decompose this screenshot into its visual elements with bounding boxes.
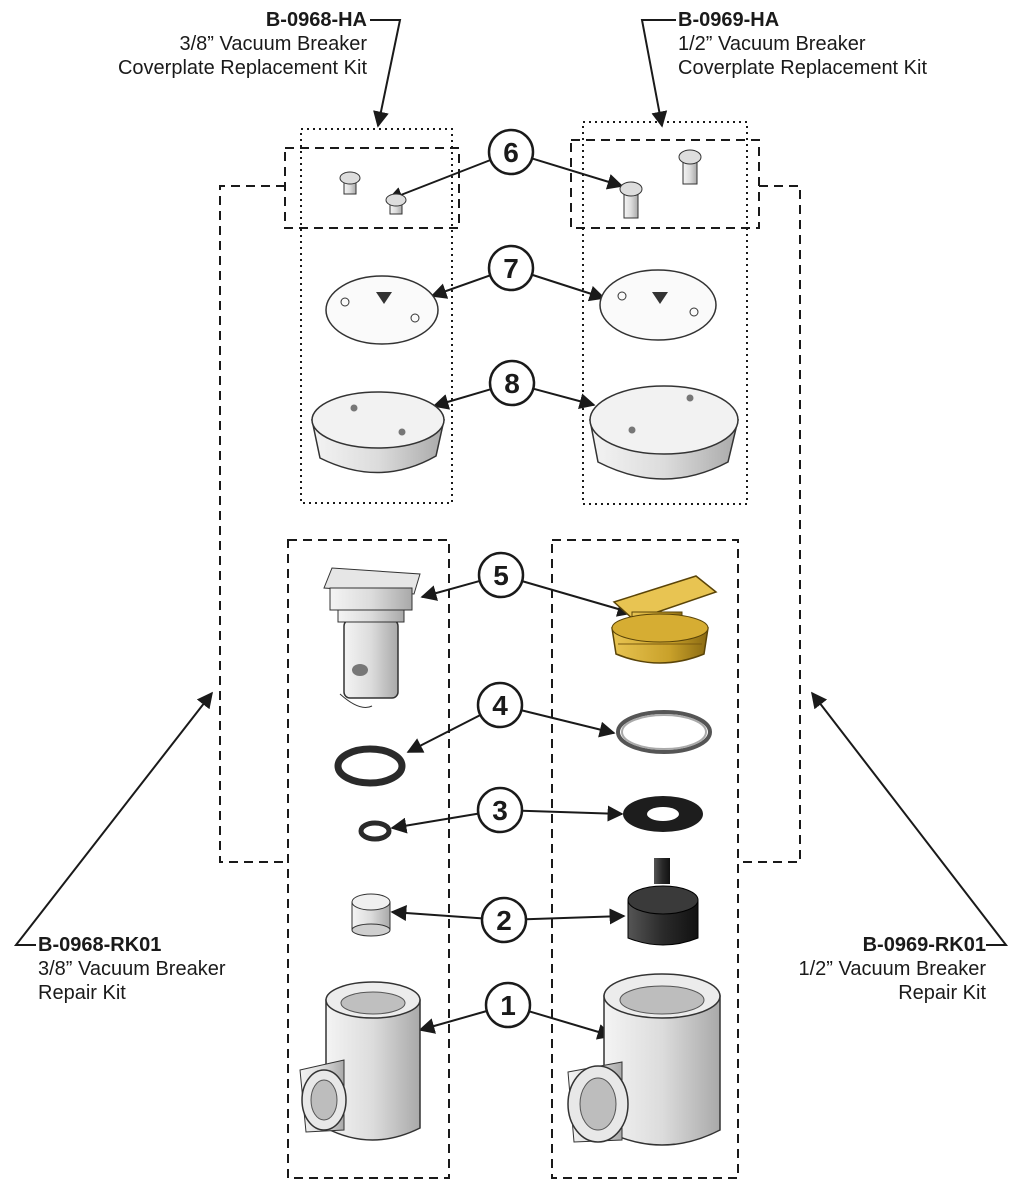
callout-6-number: 6 bbox=[503, 137, 519, 168]
coverplate-label-right bbox=[599, 269, 717, 341]
coverplate-cap-left bbox=[311, 391, 445, 474]
callout-2-number: 2 bbox=[496, 905, 512, 936]
callout-2-arrow-left bbox=[390, 905, 483, 922]
callout-4-circle bbox=[476, 681, 524, 729]
callout-1-arrow-left bbox=[418, 1010, 488, 1034]
callout-5-number: 5 bbox=[493, 560, 509, 591]
callout-3-number: 3 bbox=[492, 795, 508, 826]
callout-1-circle bbox=[484, 981, 532, 1029]
kit-code: B-0969-HA bbox=[678, 9, 780, 31]
screw-left-a bbox=[339, 171, 361, 195]
kit-desc-line1: 3/8” Vacuum Breaker bbox=[38, 958, 226, 980]
callout-3-arrow-left bbox=[390, 812, 479, 834]
kit-desc-line2: Coverplate Replacement Kit bbox=[117, 57, 367, 79]
o-ring-4-right bbox=[616, 710, 712, 754]
float-2-left bbox=[351, 893, 391, 937]
callout-4-number: 4 bbox=[492, 690, 508, 721]
callout-8-number: 8 bbox=[504, 368, 520, 399]
vacuum-breaker-body-left bbox=[299, 981, 421, 1141]
kit-desc-line1: 1/2” Vacuum Breaker bbox=[798, 958, 987, 980]
callout-3-circle bbox=[476, 786, 524, 834]
o-ring-4-left bbox=[334, 745, 406, 787]
callout-5-arrow-right bbox=[521, 580, 634, 617]
callout-group: 1 2 3 4 5 6 7 8 bbox=[386, 128, 634, 1040]
callout-1-number: 1 bbox=[500, 990, 516, 1021]
coverplate-kit-boxes bbox=[300, 121, 748, 505]
callout-8-circle bbox=[488, 359, 536, 407]
callout-5-arrow-left bbox=[420, 579, 481, 601]
callout-7-arrow-left bbox=[430, 274, 491, 299]
kit-desc-line2: Repair Kit bbox=[38, 982, 126, 1004]
kit-desc-line1: 3/8” Vacuum Breaker bbox=[179, 33, 368, 55]
poppet-guide-left bbox=[323, 567, 421, 708]
kit-code: B-0968-RK01 bbox=[38, 934, 162, 956]
screw-right-b bbox=[678, 149, 702, 185]
screw-left-b bbox=[385, 193, 407, 215]
repair-kit-boxes bbox=[219, 139, 801, 1179]
kit-desc-line2: Repair Kit bbox=[898, 982, 986, 1004]
kit-code: B-0968-HA bbox=[265, 9, 367, 31]
brass-poppet-guide-right bbox=[611, 575, 718, 664]
kit-label-b0968-rk01: B-0968-RK01 3/8” Vacuum Breaker Repair K… bbox=[38, 933, 298, 1005]
kit-desc-line1: 1/2” Vacuum Breaker bbox=[678, 33, 866, 55]
kit-leader-lines bbox=[13, 19, 1009, 946]
callout-6-arrow-right bbox=[531, 157, 624, 190]
callout-7-circle bbox=[487, 244, 535, 292]
callout-2-circle bbox=[480, 896, 528, 944]
callout-7-arrow-right bbox=[531, 273, 606, 302]
callout-5-circle bbox=[477, 551, 525, 599]
callout-3-arrow-right bbox=[521, 805, 624, 822]
callout-1-arrow-right bbox=[528, 1010, 614, 1040]
screw-right-a bbox=[619, 181, 643, 219]
callout-4-arrow-left bbox=[406, 714, 481, 753]
callout-2-arrow-right bbox=[525, 908, 626, 925]
o-ring-3-left bbox=[358, 820, 392, 842]
kit-desc-line2: Coverplate Replacement Kit bbox=[678, 57, 928, 79]
kit-code: B-0969-RK01 bbox=[862, 934, 986, 956]
float-2-right bbox=[627, 858, 699, 946]
kit-label-b0969-rk01: B-0969-RK01 1/2” Vacuum Breaker Repair K… bbox=[730, 933, 987, 1005]
callout-4-arrow-right bbox=[521, 709, 616, 738]
disc-seal-3-right bbox=[623, 796, 703, 832]
callout-6-circle bbox=[487, 128, 535, 176]
coverplate-label-left bbox=[325, 275, 439, 345]
callout-6-arrow-left bbox=[386, 159, 491, 203]
callout-8-arrow-right bbox=[532, 387, 596, 409]
kit-label-b0968-ha: B-0968-HA 3/8” Vacuum Breaker Coverplate… bbox=[40, 8, 367, 80]
coverplate-cap-right bbox=[589, 385, 739, 480]
callout-8-arrow-left bbox=[432, 388, 492, 410]
callout-7-number: 7 bbox=[503, 253, 519, 284]
vacuum-breaker-body-right bbox=[567, 973, 721, 1146]
kit-label-b0969-ha: B-0969-HA 1/2” Vacuum Breaker Coverplate… bbox=[678, 8, 998, 80]
